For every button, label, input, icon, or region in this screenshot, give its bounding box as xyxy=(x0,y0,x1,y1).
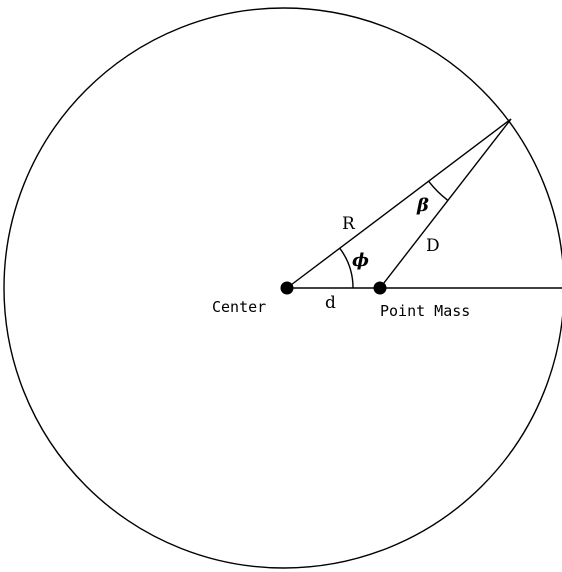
center-point xyxy=(280,281,294,295)
point-mass-marker xyxy=(373,281,387,295)
angle-arc-phi xyxy=(339,247,354,289)
center-label: Center xyxy=(212,298,266,316)
sphere-boundary xyxy=(3,7,562,569)
point-mass-label: Point Mass xyxy=(380,302,470,320)
phi-angle-label: ϕ xyxy=(352,250,369,271)
distance-label: D xyxy=(426,236,440,256)
radius-line xyxy=(286,118,512,289)
offset-label: d xyxy=(325,293,336,313)
beta-angle-label: β xyxy=(416,195,429,216)
distance-line xyxy=(379,118,512,289)
angle-arc-beta xyxy=(428,180,449,201)
radius-label: R xyxy=(342,214,356,234)
